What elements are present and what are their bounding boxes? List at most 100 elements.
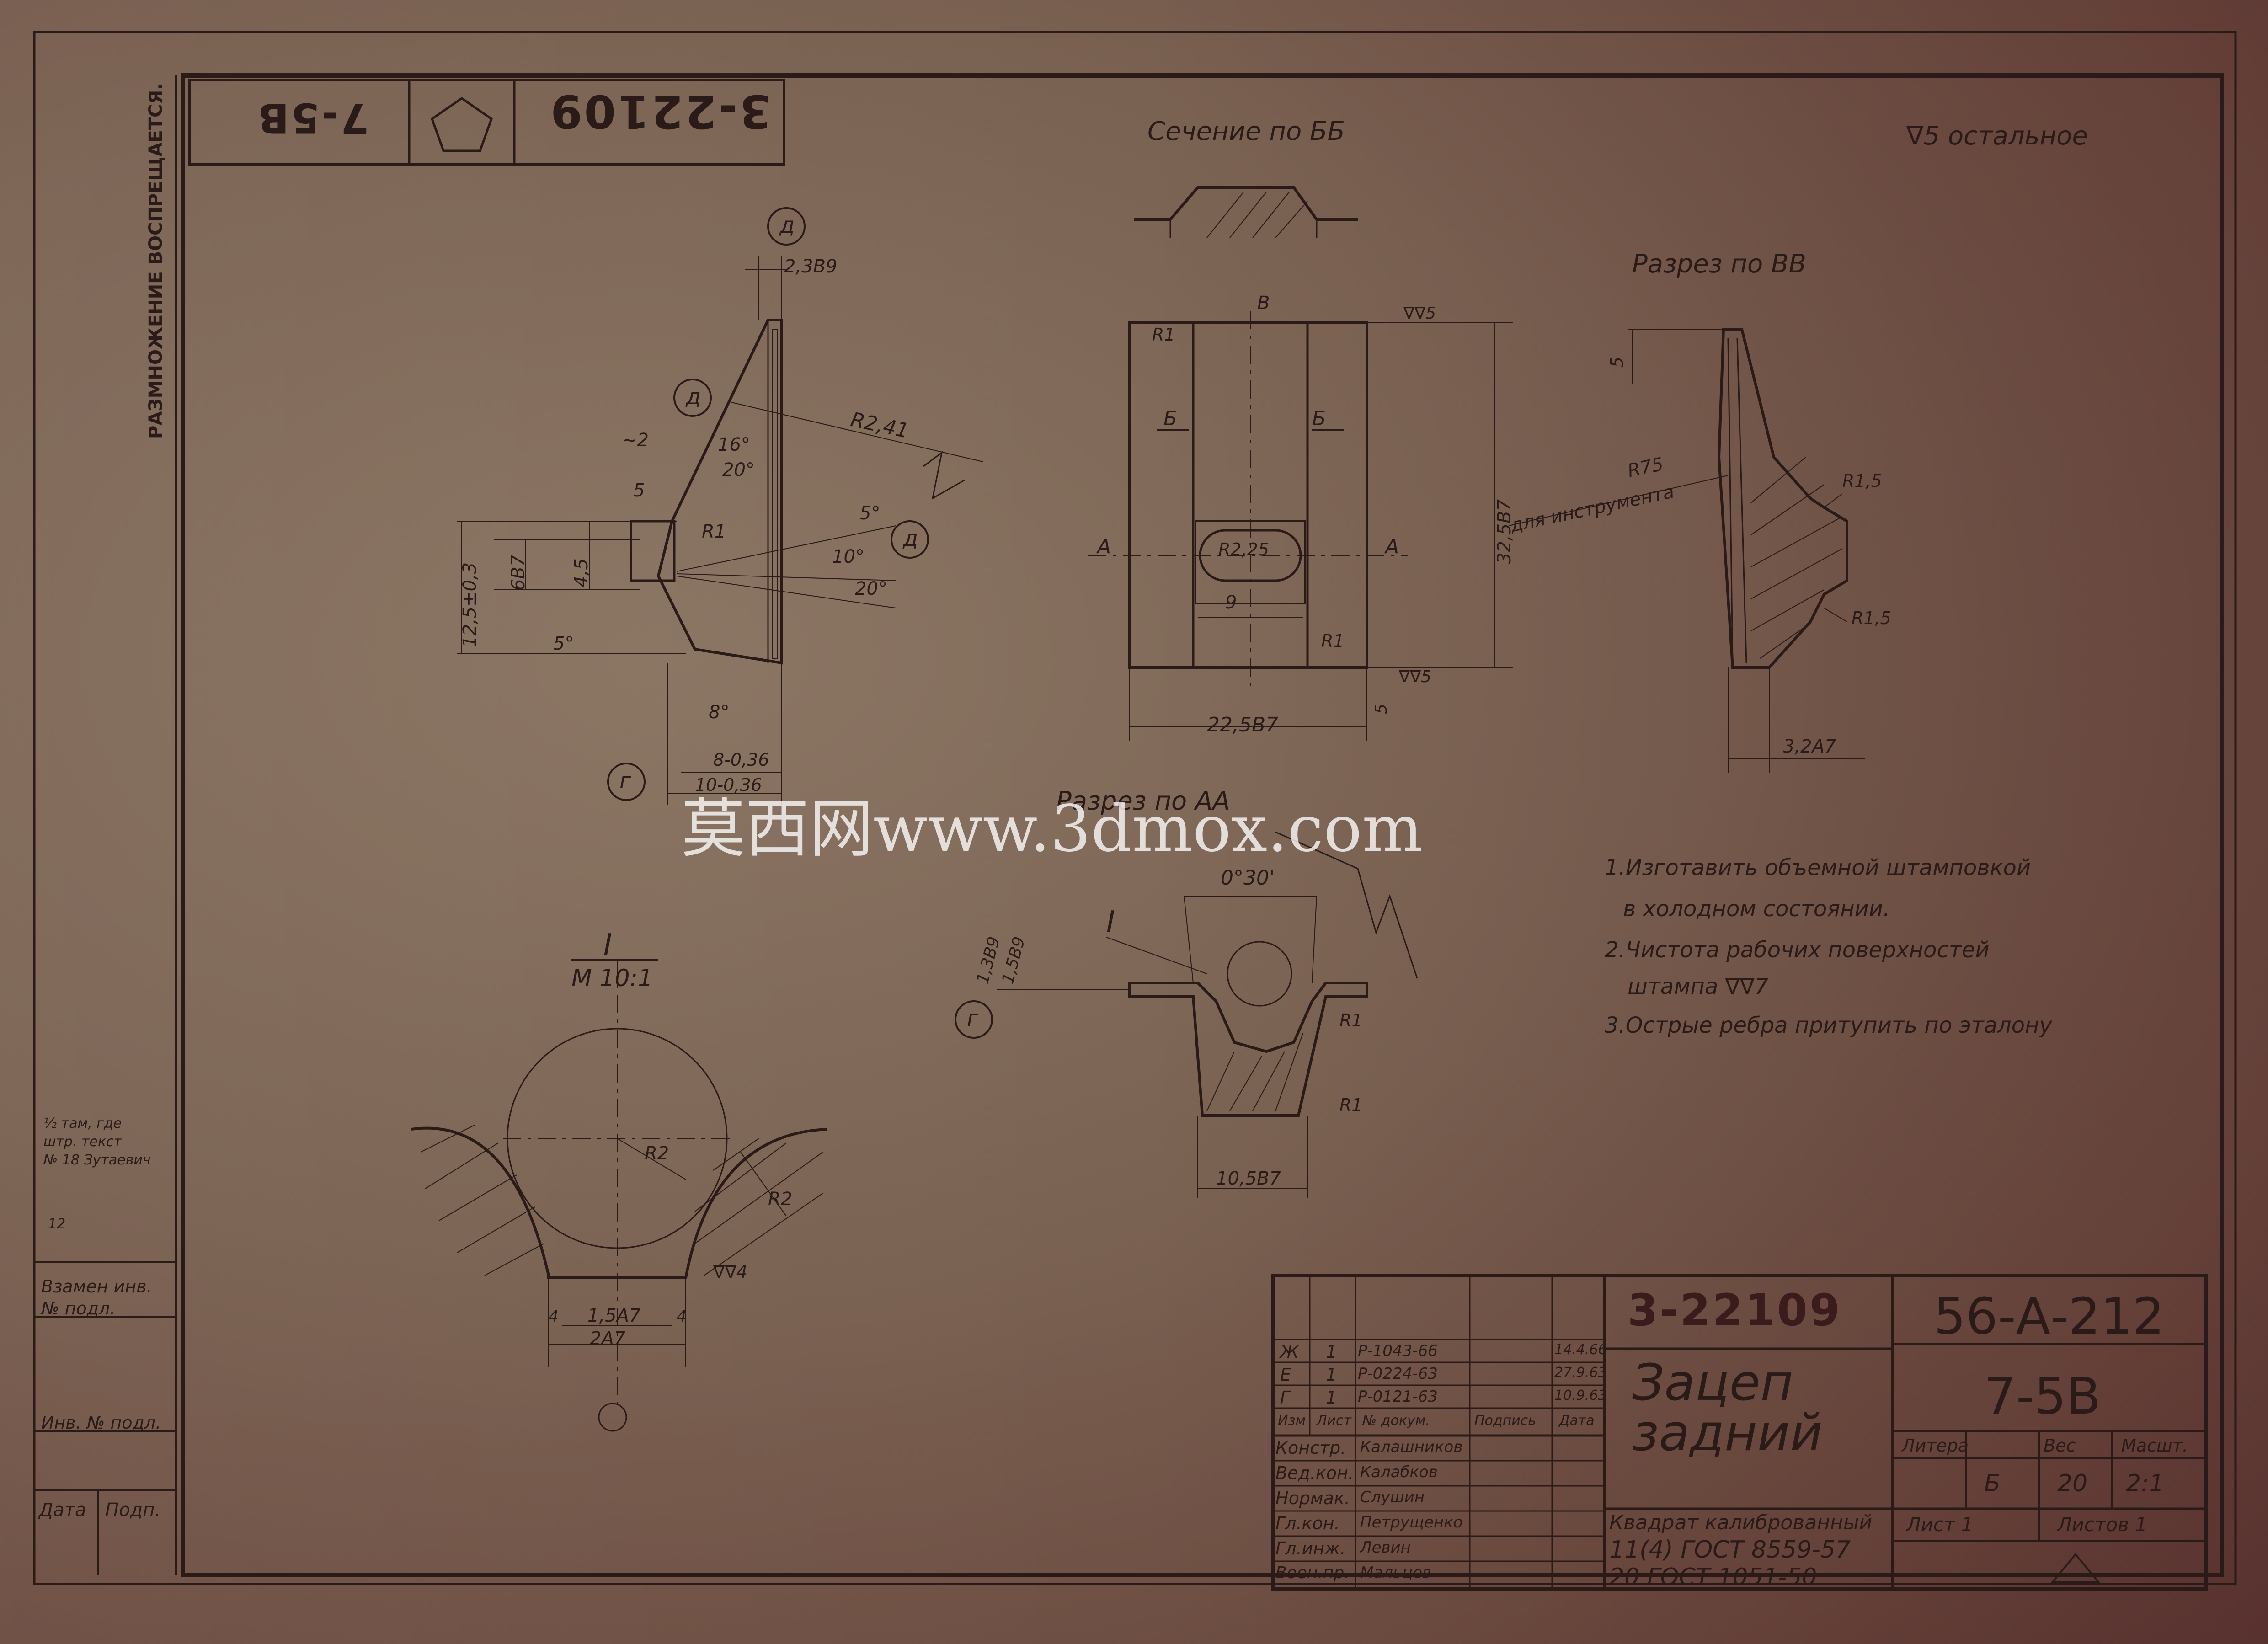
dim-left-11: 4,5 [571,558,592,587]
dim-center-7: R2,25 [1218,539,1270,560]
rev-0-col2: 1 [1326,1342,1337,1362]
dim-detail-1: R2 [768,1189,793,1210]
rev-2-col2: 1 [1326,1388,1337,1408]
bubble-d-right [891,520,929,559]
dim-left-14: 8° [709,702,730,723]
rev-header-1: Лист [1317,1413,1352,1429]
section-aa-detail-marker: I [1106,905,1115,939]
litera-header: Литера [1902,1436,1969,1456]
role-2-name: Слушин [1360,1488,1425,1506]
bubble-d-top-label: д [779,213,795,238]
role-1-name: Калабков [1360,1463,1438,1481]
section-vv-view [1508,328,1865,773]
bubble-d-top [767,207,806,246]
section-vv-title: Разрез по ВВ [1632,249,1806,279]
dim-left-8: 10° [832,546,865,567]
litera-value-1: Б [1984,1470,2001,1497]
rev-1-col1: Е [1280,1365,1291,1385]
bubble-d-mid [673,379,712,417]
dim-right-3: R1,5 [1842,471,1882,491]
sheet-number: 7-5В [1984,1367,2101,1425]
role-0: Констр. [1275,1438,1346,1458]
handwritten-3: № 18 Зутаевич [43,1152,151,1168]
front-view [1088,311,1513,741]
watermark: 莫西网www.3dmox.com [681,792,1423,866]
dim-detail-4: 2А7 [590,1328,626,1349]
dim-left-7: 5° [859,503,881,524]
finish-note: ∇5 остальное [1906,121,2088,151]
section-bb-view [1134,186,1358,238]
dim-detail-0: R2 [645,1143,669,1164]
dim-aa-3: R1 [1339,1010,1363,1030]
warning-triangle-icon [2050,1553,2101,1583]
rev-header-4: Дата [1559,1413,1595,1429]
dim-center-4: А [1385,535,1399,558]
detail-i-view [411,959,828,1432]
inv-label: Инв. № подл. [41,1413,161,1433]
bubble-g-left [607,763,646,801]
drawing-number: 56-А-212 [1934,1287,2165,1345]
dim-aa-4: R1 [1339,1095,1363,1115]
sheet-label: Лист 1 [1906,1513,1974,1536]
rev-0-doc: Р-1043-66 [1358,1342,1438,1360]
dim-left-0: 2,3В9 [784,256,838,277]
inner-frame [181,73,2224,1577]
note-line-2: в холодном состоянии. [1623,896,1890,922]
dim-center-0: В [1257,293,1270,314]
title-block-grid [1271,1274,2208,1591]
section-bb-title: Сечение по ББ [1147,117,1345,146]
role-0-name: Калашников [1360,1438,1463,1456]
role-5-name: Мальцев [1360,1564,1432,1582]
detail-label: I [603,928,612,962]
material-line-1: Квадрат калиброванный [1609,1511,1873,1534]
dim-center-1: Б [1163,407,1178,430]
dim-center-3: А [1097,535,1111,558]
detail-scale: М 10:1 [571,965,653,992]
rev-1-doc: Р-0224-63 [1358,1365,1438,1383]
bubble-g-left-label: г [619,768,631,794]
dim-left-10: 6В7 [508,555,529,591]
weight-header: Вес [2044,1436,2076,1456]
left-strip-boxes [34,1261,176,1575]
dim-center-12: ∇∇5 [1399,667,1432,686]
outer-frame [33,31,2237,1585]
dim-detail-6: 4 [677,1308,687,1326]
part-title-line-2: задний [1632,1404,1823,1462]
dim-center-8: 9 [1225,592,1237,613]
dim-center-11: ∇∇5 [1403,304,1436,323]
side-notice: РАЗМНОЖЕНИЕ ВОСПРЕЩАЕТСЯ. [145,83,166,439]
dim-left-13: 5° [553,633,574,654]
dim-detail-2: ∇∇4 [713,1262,748,1282]
replace-inv-label: Взамен инв. № подл. [41,1276,152,1318]
dim-center-2: Б [1312,407,1326,430]
note-line-5: 3.Острые ребра притупить по эталону [1605,1013,2052,1038]
dim-left-16: 10-0,36 [695,775,762,795]
rev-0-date: 14.4.66 [1554,1342,1607,1358]
dim-center-13: 5 [1371,704,1391,714]
sheets-label: Листов 1 [2057,1513,2147,1536]
role-4: Гл.инж. [1275,1538,1346,1559]
dim-left-9: 20° [855,578,887,599]
dim-left-3: 20° [722,459,755,480]
note-line-4: штампа ∇∇7 [1628,974,1769,999]
material-line-2: 11(4) ГОСТ 8559-57 [1609,1536,1851,1564]
dim-right-5: 3,2А7 [1783,736,1836,757]
role-5: Воен.пр. [1275,1564,1350,1582]
bubble-d-right-label: д [903,526,918,551]
bubble-g-aa [955,1000,993,1039]
weight-value: 20 [2057,1470,2088,1497]
top-stamp-code: 3-22109 [549,85,771,138]
role-1: Вед.кон. [1275,1463,1354,1483]
left-profile-view [457,207,983,805]
title-stamp-code: 3-22109 [1628,1285,1842,1336]
handwritten-2: штр. текст [43,1134,122,1150]
dim-center-6: R1 [1321,631,1345,651]
rev-0-col1: Ж [1280,1342,1299,1362]
top-stamp-box [188,79,785,166]
dim-detail-5: 4 [549,1308,559,1326]
date-label: Дата [39,1500,86,1521]
role-3: Гл.кон. [1275,1513,1340,1533]
dim-left-2: 16° [718,434,750,455]
role-4-name: Левин [1360,1538,1411,1557]
